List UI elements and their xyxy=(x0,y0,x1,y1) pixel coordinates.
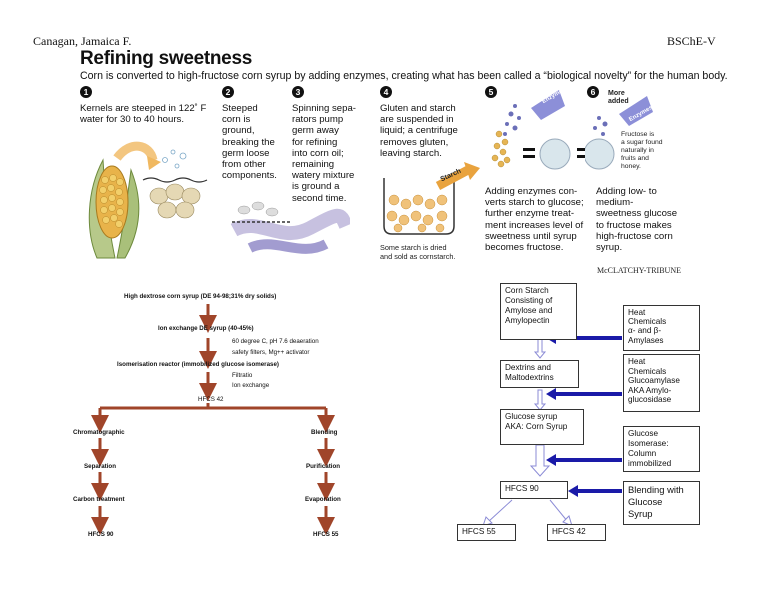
step-3-number: 3 xyxy=(292,86,304,98)
enzyme-illustration xyxy=(491,90,589,170)
author-name: Canagan, Jamaica F. xyxy=(33,34,132,48)
infographic-title: Refining sweetness xyxy=(80,48,252,69)
box-glucose-syrup: Glucose syrup AKA: Corn Syrup xyxy=(500,409,584,445)
box-glucose-isomerase: Glucose Isomerase: Column immobilized xyxy=(623,426,700,472)
more-added-label: More added xyxy=(608,90,629,105)
box-blending: Blending with Glucose Syrup xyxy=(623,481,700,525)
flow-carbon-treatment: Carbon treatment xyxy=(73,496,125,503)
box-glucoamylase: Heat Chemicals Glucoamylase AKA Amylo- g… xyxy=(623,354,700,412)
step-3-text: Spinning sepa- rators pump germ away for… xyxy=(292,103,357,204)
credit-line: McCLATCHY-TRIBUNE xyxy=(597,266,681,275)
step-6-number: 6 xyxy=(587,86,599,98)
flow-hfcs55: HFCS 55 xyxy=(313,531,339,538)
flow-filtration: Filtratio xyxy=(232,372,253,379)
course-label: BSChE-V xyxy=(667,34,716,48)
flow-isomerisation: Isomerisation reactor (immobilized gluco… xyxy=(117,361,279,368)
step-2-number: 2 xyxy=(222,86,234,98)
flow-evaporation: Evaporation xyxy=(305,496,341,503)
flow-ion-exchange: Ion exchange DE syrup (40-45%) xyxy=(158,325,254,332)
corn-illustration xyxy=(88,141,208,259)
flow-high-dextrose: High dextrose corn syrup (DE 94-98;31% d… xyxy=(124,293,277,300)
infographic-subtitle: Corn is converted to high-fructose corn … xyxy=(80,70,728,82)
flow-purification: Purification xyxy=(306,463,341,470)
flow-condition-1: 60 degree C, pH 7.6 deaeration xyxy=(232,338,319,345)
fructose-illustration xyxy=(585,96,653,170)
grinder-illustration xyxy=(230,201,350,254)
box-amylases: Heat Chemicals α- and β- Amylases xyxy=(623,305,700,351)
flow-ion-exchange-2: Ion exchange xyxy=(232,382,270,389)
flow-separation: Separation xyxy=(84,463,116,470)
step-1-number: 1 xyxy=(80,86,92,98)
flow-hfcs90: HFCS 90 xyxy=(88,531,114,538)
centrifuge-illustration xyxy=(383,162,480,235)
fructose-note: Fructose is a sugar found naturally in f… xyxy=(621,131,663,170)
box-hfcs55: HFCS 55 xyxy=(457,524,516,541)
step-5-number: 5 xyxy=(485,86,497,98)
flow-blending: Blending xyxy=(311,429,338,436)
step-6-text: Adding low- to medium- sweetness glucose… xyxy=(596,186,678,254)
cornstarch-note: Some starch is dried and sold as cornsta… xyxy=(380,243,456,261)
flow-condition-2: safety filters, Mg++ activator xyxy=(232,349,310,356)
flow-chromatographic: Chromatographic xyxy=(73,429,125,436)
box-hfcs42: HFCS 42 xyxy=(547,524,606,541)
step-1-text: Kernels are steeped in 122˚ F water for … xyxy=(80,103,207,126)
step-4-text: Gluten and starch are suspended in liqui… xyxy=(380,103,458,159)
step-2-text: Steeped corn is ground, breaking the ger… xyxy=(222,103,277,182)
box-hfcs90: HFCS 90 xyxy=(500,481,568,499)
box-corn-starch: Corn Starch Consisting of Amylose and Am… xyxy=(500,283,577,340)
flow-hfcs42: HFCS 42 xyxy=(198,396,224,403)
step-4-number: 4 xyxy=(380,86,392,98)
box-dextrins: Dextrins and Maltodextrins xyxy=(500,360,579,388)
step-5-text: Adding enzymes con- verts starch to gluc… xyxy=(485,186,584,254)
left-flowchart-arrows xyxy=(91,304,335,535)
